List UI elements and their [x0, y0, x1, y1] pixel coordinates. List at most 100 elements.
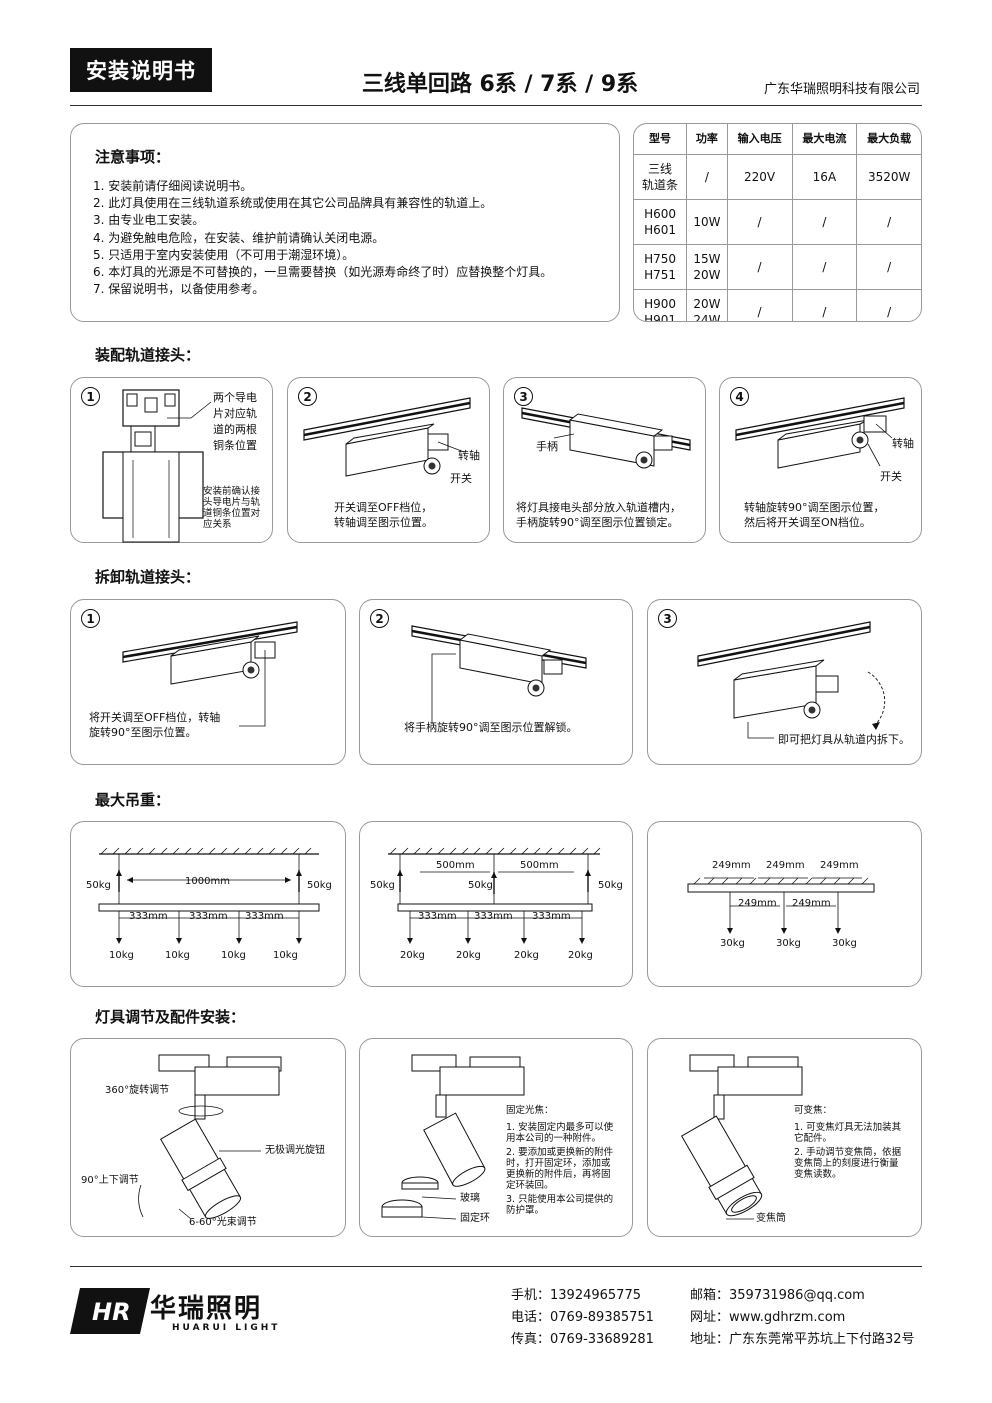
- note-line: 用本公司的一种附件。: [506, 1133, 602, 1144]
- spec-cell-line: 24W: [693, 313, 721, 322]
- segment-label: 249mm: [766, 860, 805, 871]
- weight-label: 20kg: [400, 950, 425, 961]
- notice-item: 1. 安装前请仔细阅读说明书。: [93, 179, 253, 193]
- segment-label: 249mm: [820, 860, 859, 871]
- caption-line: 然后将开关调至ON档位。: [744, 516, 871, 529]
- ceiling-hatch: [707, 877, 715, 885]
- fixed-focus-notes: 固定光焦： 1. 安装固定内最多可以使 用本公司的一种附件。 2. 要添加或更换…: [506, 1105, 613, 1216]
- spec-header-cell: 功率: [686, 124, 728, 155]
- ceiling-hatch: [112, 847, 120, 855]
- assembly-step-1-panel: 1 两个导电 片对应轨 道的两根 铜条位置 安装前确认接 头导电片与轨 道铜条位…: [70, 377, 273, 543]
- spec-cell-line: 20W: [693, 297, 721, 311]
- ceiling-hatch: [473, 847, 481, 855]
- spec-cell: /: [792, 244, 858, 290]
- weight-label: 20kg: [514, 950, 539, 961]
- axis-label: 转轴: [458, 449, 480, 462]
- track-connector-illustration: [122, 621, 298, 727]
- segment-label: 249mm: [712, 860, 751, 871]
- spec-cell-line: /: [887, 215, 892, 229]
- note-line: 2. 手动调节变焦筒，依据: [794, 1147, 902, 1158]
- caption-line: 将开关调至OFF档位，转轴: [89, 711, 221, 724]
- load-panel-2: 500mm 500mm 50kg 50kg 50kg 333mm 333mm 3…: [359, 821, 633, 987]
- ceiling-hatch: [268, 847, 276, 855]
- ceiling-hatch: [220, 847, 228, 855]
- note-line: 道铜条位置对: [203, 508, 261, 519]
- spec-cell: 10W: [686, 199, 728, 245]
- spec-cell: /: [686, 154, 728, 200]
- spec-cell: /: [727, 289, 793, 321]
- notice-item: 5. 只适用于室内安装使用（不可用于潮湿环境）。: [93, 247, 355, 262]
- email: 邮箱：359731986@qq.com: [690, 1288, 865, 1303]
- ceiling-hatch: [569, 847, 577, 855]
- spec-cell-line: /: [757, 215, 762, 229]
- ceiling-hatch: [805, 877, 813, 885]
- spec-header-cell: 型号: [634, 124, 688, 155]
- note-line: 道的两根: [213, 423, 257, 436]
- switch-label: 开关: [450, 472, 472, 485]
- assembly-step-4-panel: 4 转轴 开关 转轴旋转90°调至图示位置， 然后将开关调至ON档位。: [719, 377, 922, 543]
- spec-cell: /: [856, 244, 921, 290]
- note-line: 头导电片与轨: [203, 497, 261, 508]
- weight-label: 20kg: [568, 950, 593, 961]
- ceiling-hatch: [136, 847, 144, 855]
- note-line: 变焦读数。: [794, 1169, 842, 1180]
- spec-cell-line: /: [822, 260, 827, 274]
- weight-label: 20kg: [456, 950, 481, 961]
- caption-line: 将灯具接电头部分放入轨道槽内，: [516, 501, 681, 514]
- ceiling-hatch: [244, 847, 252, 855]
- ceiling-hatch: [232, 847, 240, 855]
- website: 网址：www.gdhrzm.com: [690, 1310, 846, 1325]
- fax: 传真：0769-33689281: [511, 1332, 654, 1347]
- segment-label: 333mm: [532, 911, 571, 922]
- side-load-right: 50kg: [307, 880, 332, 891]
- ceiling-hatch: [437, 847, 445, 855]
- ceiling-hatch: [693, 877, 701, 885]
- note-line: 铜条位置: [213, 439, 257, 452]
- spec-cell-line: 三线: [648, 162, 673, 176]
- load-panel-3: 249mm 249mm 249mm 249mm 249mm 30kg 30kg …: [647, 821, 922, 987]
- note-line: 应关系: [203, 519, 232, 530]
- address: 地址：广东东莞常平苏坑上下付路32号: [690, 1332, 915, 1347]
- ceiling-hatch: [160, 847, 168, 855]
- spec-cell: 3520W: [856, 154, 921, 200]
- adjust-panel-1: 360°旋转调节 无极调光旋钮 90°上下调节 6-60°光束调节: [70, 1038, 346, 1237]
- spec-header-cell: 最大负载: [856, 124, 921, 155]
- ceiling-hatch: [763, 877, 771, 885]
- segment-label: 249mm: [738, 898, 777, 909]
- removal-step-3-panel: 3 即可把灯具从轨道内拆下。: [647, 599, 922, 765]
- side-load-left: 50kg: [86, 880, 111, 891]
- ceiling-hatch: [861, 877, 869, 885]
- weight-label: 10kg: [221, 950, 246, 961]
- document-title: 三线单回路 6系 / 7系 / 9系: [361, 72, 639, 97]
- spec-header-cell: 输入电压: [727, 124, 793, 155]
- span-label: 500mm: [436, 860, 475, 871]
- knob-label: 无极调光旋钮: [265, 1145, 325, 1156]
- ceiling-hatch: [256, 847, 264, 855]
- brand-name: 华瑞照明: [150, 1294, 263, 1324]
- spec-cell-line: 轨道条: [642, 178, 679, 192]
- weight-label: 30kg: [720, 938, 745, 949]
- adjust-panel-2: 玻璃 固定环 固定光焦： 1. 安装固定内最多可以使 用本公司的一种附件。 2.…: [359, 1038, 633, 1237]
- spec-cell: 16A: [792, 154, 858, 200]
- contact-left: 手机：13924965775 电话：0769-89385751 传真：0769-…: [511, 1285, 654, 1351]
- handle-label: 手柄: [536, 440, 558, 453]
- spec-cell-line: H901: [644, 313, 677, 322]
- span-label: 1000mm: [185, 876, 230, 887]
- beam-label: 6-60°光束调节: [189, 1217, 257, 1228]
- spec-cell: 220V: [727, 154, 793, 200]
- notice-item: 4. 为避免触电危险，在安装、维护前请确认关闭电源。: [93, 230, 385, 245]
- ceiling-hatch: [819, 877, 827, 885]
- spec-cell-line: 220V: [744, 170, 776, 184]
- ceiling-hatch: [593, 847, 601, 855]
- assembly-step-2-panel: 2 转轴 开关 开关调至OFF档位， 转轴调至图示位置。: [287, 377, 490, 543]
- note-line: 防护罩。: [506, 1205, 545, 1216]
- weight-label: 10kg: [165, 950, 190, 961]
- ceiling-hatch: [721, 877, 729, 885]
- manual-tag: 安装说明书: [70, 48, 212, 92]
